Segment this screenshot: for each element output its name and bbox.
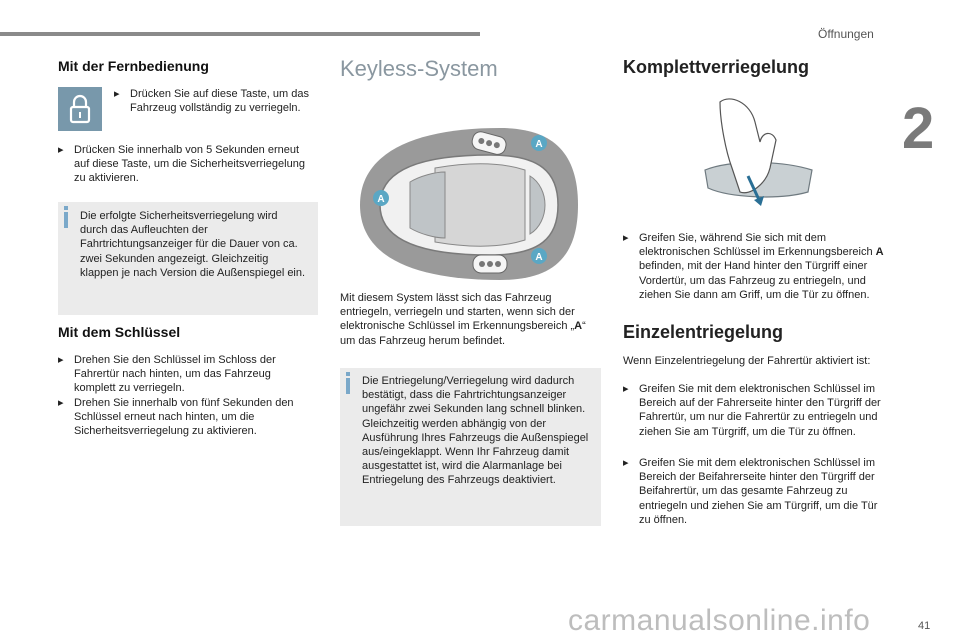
key-fob-top-icon [471,131,507,155]
bullet-turn-key: ▸Drehen Sie den Schlüssel im Schloss der… [58,354,276,395]
svg-text:A: A [377,194,384,205]
hand-door-handle-figure [704,98,813,206]
bullet-press-again: ▸Drücken Sie innerhalb von 5 Sekunden er… [58,144,305,185]
info-box-keyless: Die Entriegelung/Verriegelung wird dadur… [340,368,601,526]
heading-single-unlock: Einzelentriegelung [623,322,784,342]
bullet-marker: ▸ [114,88,120,100]
bullet-driver-door: ▸Greifen Sie mit dem elektronischen Schl… [623,383,881,438]
info-icon [346,372,350,376]
zone-marker-a-top: A [531,135,547,151]
section-label: Öffnungen [818,27,874,41]
bullet-passenger-door: ▸Greifen Sie mit dem elektronischen Schl… [623,457,878,526]
heading-key: Mit dem Schlüssel [58,324,181,340]
single-unlock-intro: Wenn Einzelentriegelung der Fahrertür ak… [623,355,871,367]
info-icon [64,206,68,210]
keyless-description: Mit diesem System lässt sich das Fahrzeu… [340,292,586,347]
svg-text:A: A [535,252,542,263]
chapter-number: 2 [902,96,935,161]
watermark: carmanualsonline.info [568,604,871,637]
bullet-press-button: ▸Drücken Sie auf diese Taste, um das Fah… [114,88,309,115]
heading-remote: Mit der Fernbedienung [58,58,209,74]
top-rule [0,32,480,36]
lock-button-icon [58,87,102,131]
info-box-security-lock: Die erfolgte Sicherheitsverriegelung wir… [58,202,318,315]
svg-text:A: A [535,139,542,150]
page-number: 41 [918,620,931,632]
bullet-complete-unlock: ▸Greifen Sie, während Sie sich mit dem e… [623,232,884,301]
zone-marker-a-bottom: A [531,248,547,264]
hand-icon [719,98,777,194]
keyless-zone-figure: A A A [360,128,578,280]
bullet-turn-key-again: ▸Drehen Sie innerhalb von fünf Sekunden … [58,397,294,438]
heading-keyless: Keyless-System [340,56,498,81]
heading-complete-lock: Komplettverriegelung [623,57,810,77]
key-fob-bottom-icon [472,254,508,274]
zone-marker-a-left: A [373,190,389,206]
car-top-view [379,154,559,256]
arrow-icon [746,175,762,203]
